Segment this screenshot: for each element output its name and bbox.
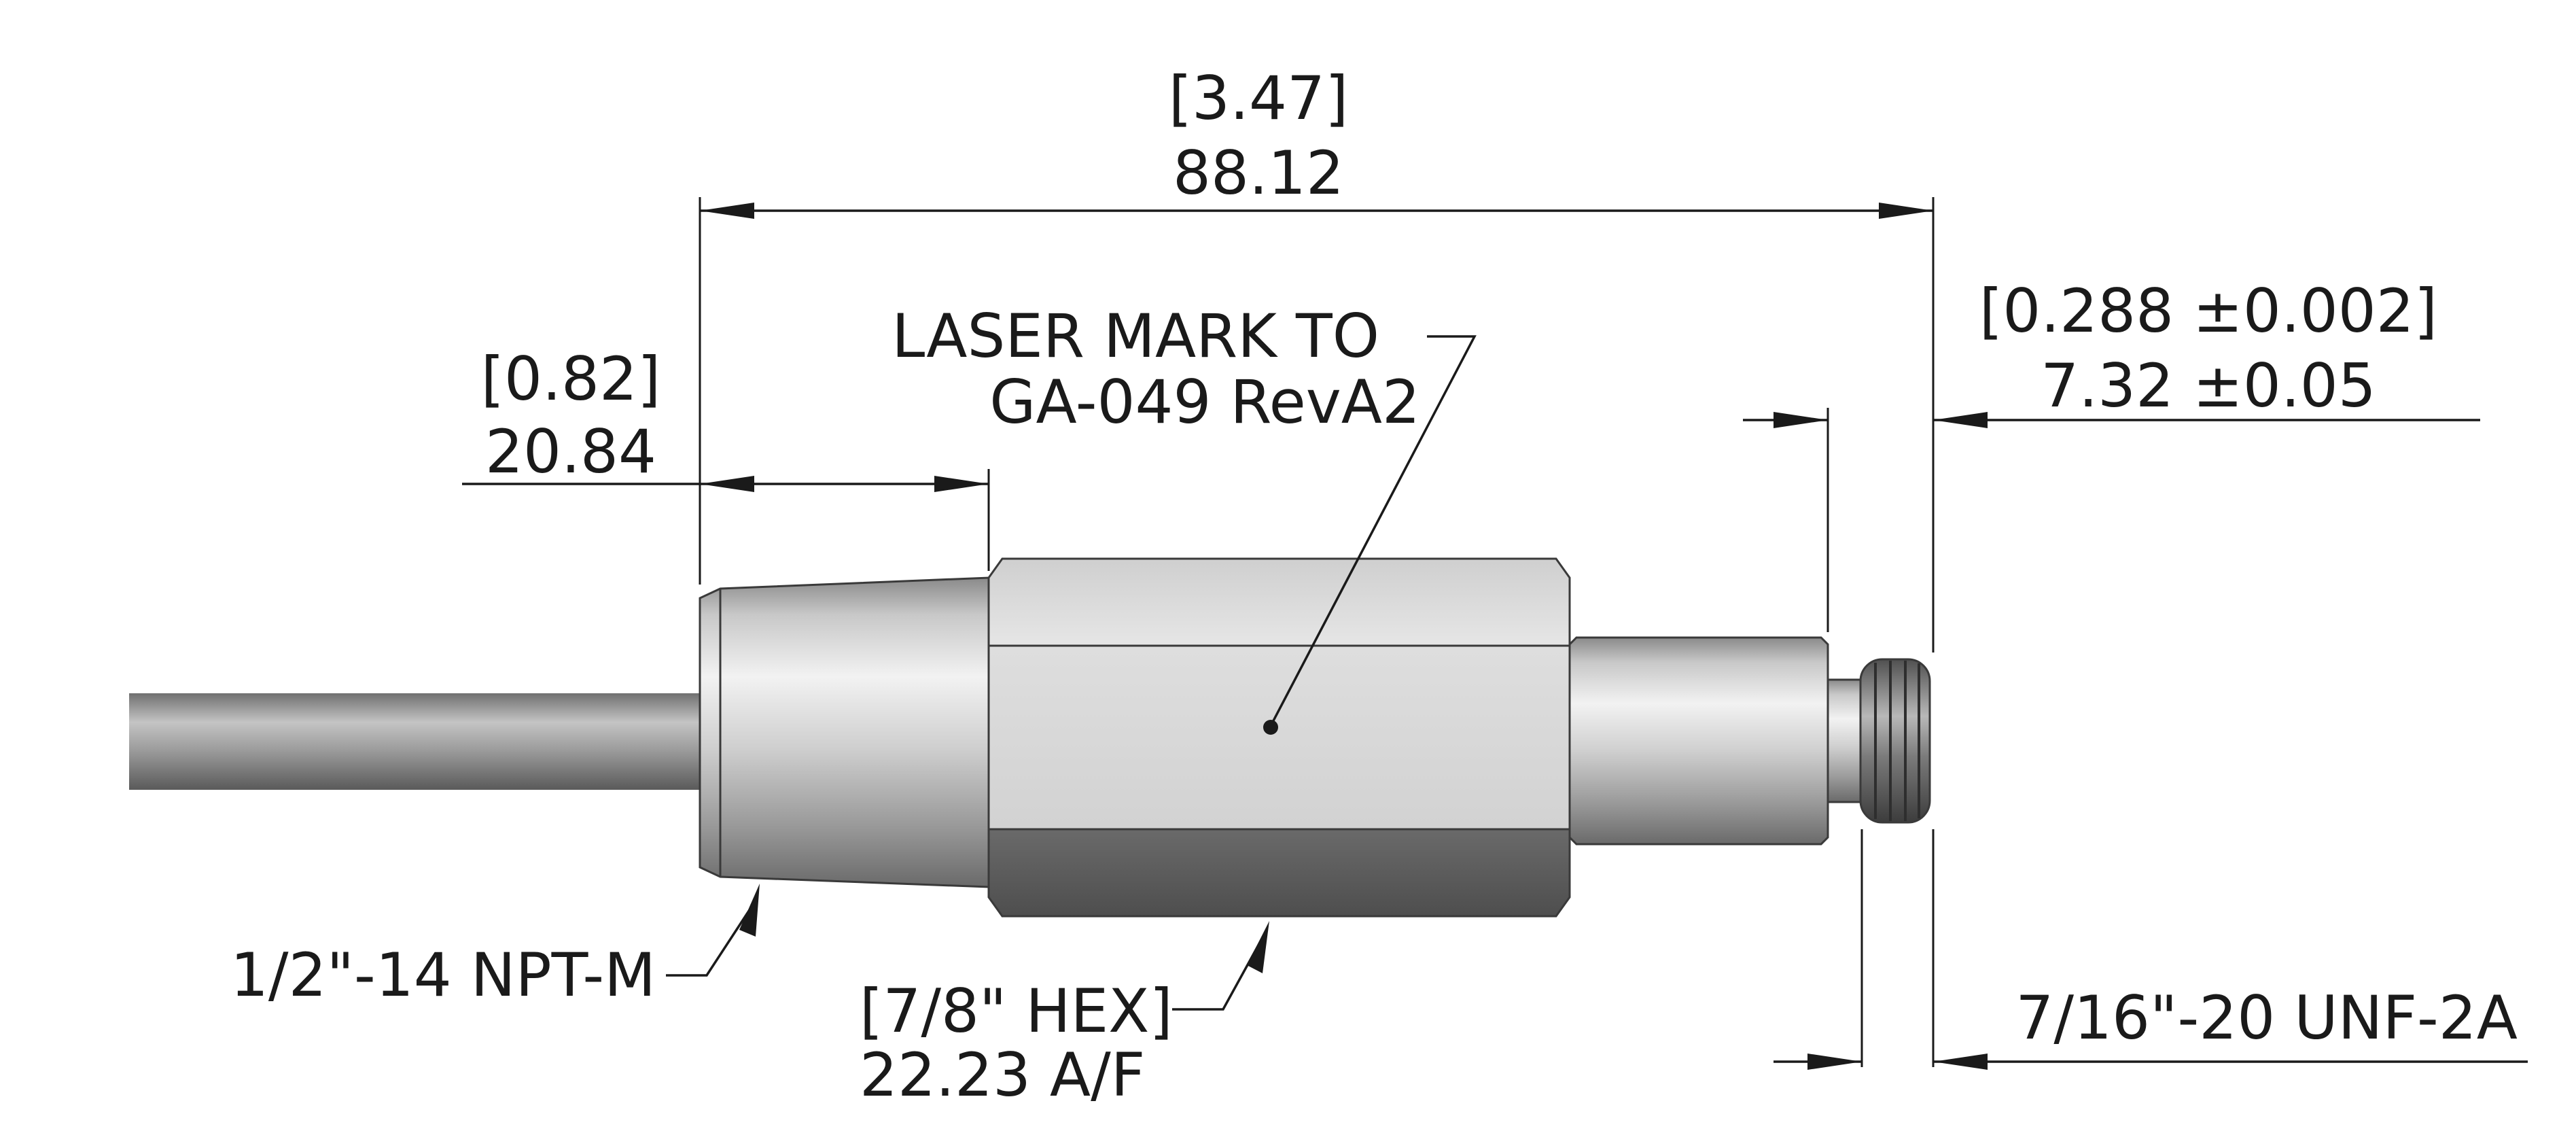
hex-bottom-face [987, 828, 1571, 918]
thread-length-inch: [0.82] [481, 344, 661, 414]
tip-neck [1827, 678, 1862, 803]
hex-middle-face [987, 644, 1571, 831]
callout-hex: [7/8" HEX] 22.23 A/F [860, 921, 1269, 1110]
overall-length-inch: [3.47] [1169, 63, 1349, 133]
hex-top-face [987, 557, 1571, 647]
overall-length-mm: 88.12 [1173, 138, 1344, 208]
tip-length-mm: 7.32 ±0.05 [2041, 351, 2376, 421]
extension-lines [699, 197, 1935, 1067]
npt-thread-label: 1/2"-14 NPT-M [230, 940, 656, 1010]
unf-thread-tip [1859, 658, 1931, 824]
hex-size-inch: [7/8" HEX] [860, 976, 1173, 1046]
shoulder-cylinder [1568, 636, 1829, 846]
thread-length-mm: 20.84 [485, 417, 656, 487]
dimension-overall-length: [3.47] 88.12 [700, 63, 1933, 219]
callout-laser-mark: LASER MARK TO GA-049 RevA2 [892, 301, 1477, 735]
tip-length-inch: [0.288 ±0.002] [1979, 276, 2437, 346]
callout-npt-thread: 1/2"-14 NPT-M [230, 884, 760, 1010]
dimension-thread-length: [0.82] 20.84 [462, 344, 989, 492]
hex-size-mm: 22.23 A/F [860, 1040, 1145, 1110]
laser-mark-line2: GA-049 RevA2 [989, 367, 1420, 437]
laser-mark-line1: LASER MARK TO [892, 301, 1379, 371]
cable-rod [129, 693, 700, 790]
dimension-tip-length: [0.288 ±0.002] 7.32 ±0.05 [1743, 276, 2480, 428]
unf-thread-label: 7/16"-20 UNF-2A [2015, 983, 2518, 1053]
callout-unf-thread: 7/16"-20 UNF-2A [1774, 983, 2528, 1070]
sensor-body [129, 557, 1931, 918]
npt-thread-section [699, 576, 990, 888]
